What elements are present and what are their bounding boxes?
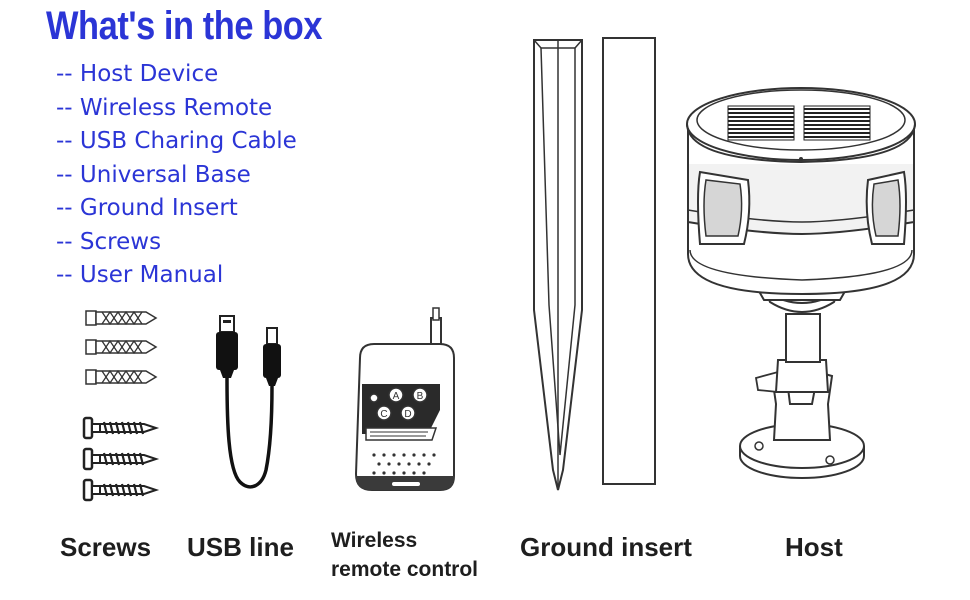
wireless-remote-label-line1: Wireless (331, 529, 418, 552)
list-item: -- Wireless Remote (56, 94, 273, 121)
solar-panel-icon (728, 106, 794, 140)
host-label: Host (785, 532, 843, 562)
button-label: A (393, 391, 400, 402)
screw-icon (82, 416, 158, 440)
usb-cable-illustration (216, 316, 281, 487)
wall-anchor-icon (85, 339, 157, 355)
button-a-icon (389, 388, 403, 402)
ground-insert-illustration (603, 38, 655, 484)
screw-icon (82, 478, 158, 502)
page-title: What's in the box (46, 4, 323, 48)
button-label: C (380, 409, 387, 420)
screw-icon (82, 447, 158, 471)
host-device-illustration (687, 88, 915, 478)
list-item: -- Universal Base (56, 161, 251, 188)
ground-stake-illustration (534, 40, 582, 490)
list-item: -- User Manual (56, 262, 224, 288)
list-item: -- Screws (56, 228, 162, 255)
button-label: D (404, 409, 411, 420)
list-item: -- USB Charing Cable (56, 128, 297, 154)
wireless-remote-label-line2: remote control (331, 558, 479, 581)
usb-line-label: USB line (187, 532, 294, 562)
list-item: -- Ground Insert (56, 195, 238, 221)
solar-panel-icon (804, 106, 870, 140)
wireless-remote-illustration: A B C D (356, 308, 454, 490)
list-item: -- Host Device (56, 61, 219, 87)
button-d-icon (401, 406, 415, 420)
ground-insert-label: Ground insert (520, 532, 692, 562)
contents-list: -- Host Device -- Wireless Remote -- USB… (56, 60, 297, 295)
button-b-icon (413, 388, 427, 402)
wall-anchor-icon (85, 310, 157, 326)
screws-label: Screws (60, 532, 152, 562)
button-c-icon (377, 406, 391, 420)
wall-anchor-icon (85, 369, 157, 385)
button-label: B (417, 391, 424, 402)
screws-illustration (82, 310, 158, 502)
